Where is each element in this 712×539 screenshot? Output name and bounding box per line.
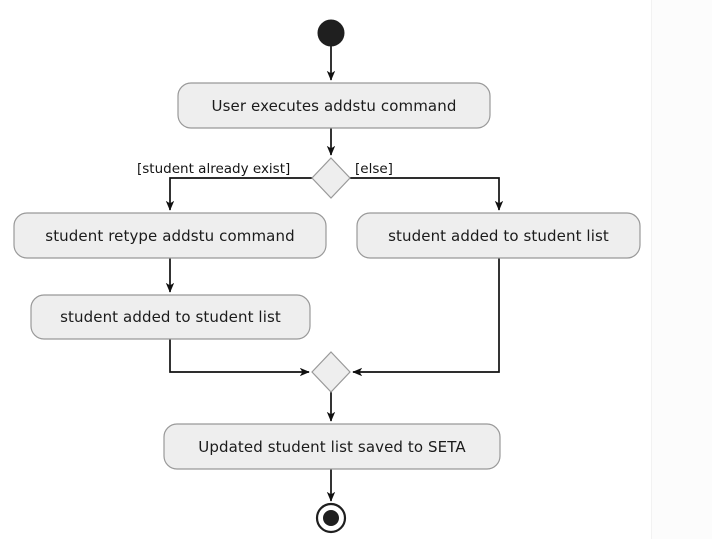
guard-label-student-already-exist: [student already exist] (137, 161, 291, 177)
node-layer (13, 19, 641, 534)
canvas-right-margin (651, 0, 712, 539)
edge-decision-to-added-right (350, 177, 504, 211)
action-node-retype-shape[interactable] (13, 212, 327, 259)
decision-node (311, 157, 351, 199)
guard-label-else: [else] (355, 161, 393, 177)
edge-layer (165, 46, 504, 502)
edge-decision-to-retype (165, 177, 312, 211)
initial-node (317, 19, 345, 47)
action-node-added-right-shape[interactable] (356, 212, 641, 259)
edge-added-left-to-merge (169, 339, 310, 377)
action-node-added-left-shape[interactable] (30, 294, 311, 340)
action-node-saved-shape[interactable] (163, 423, 501, 470)
final-node (315, 502, 347, 534)
merge-node (311, 351, 351, 393)
edge-added-right-to-merge (352, 258, 500, 377)
action-node-execute-shape[interactable] (177, 82, 491, 129)
